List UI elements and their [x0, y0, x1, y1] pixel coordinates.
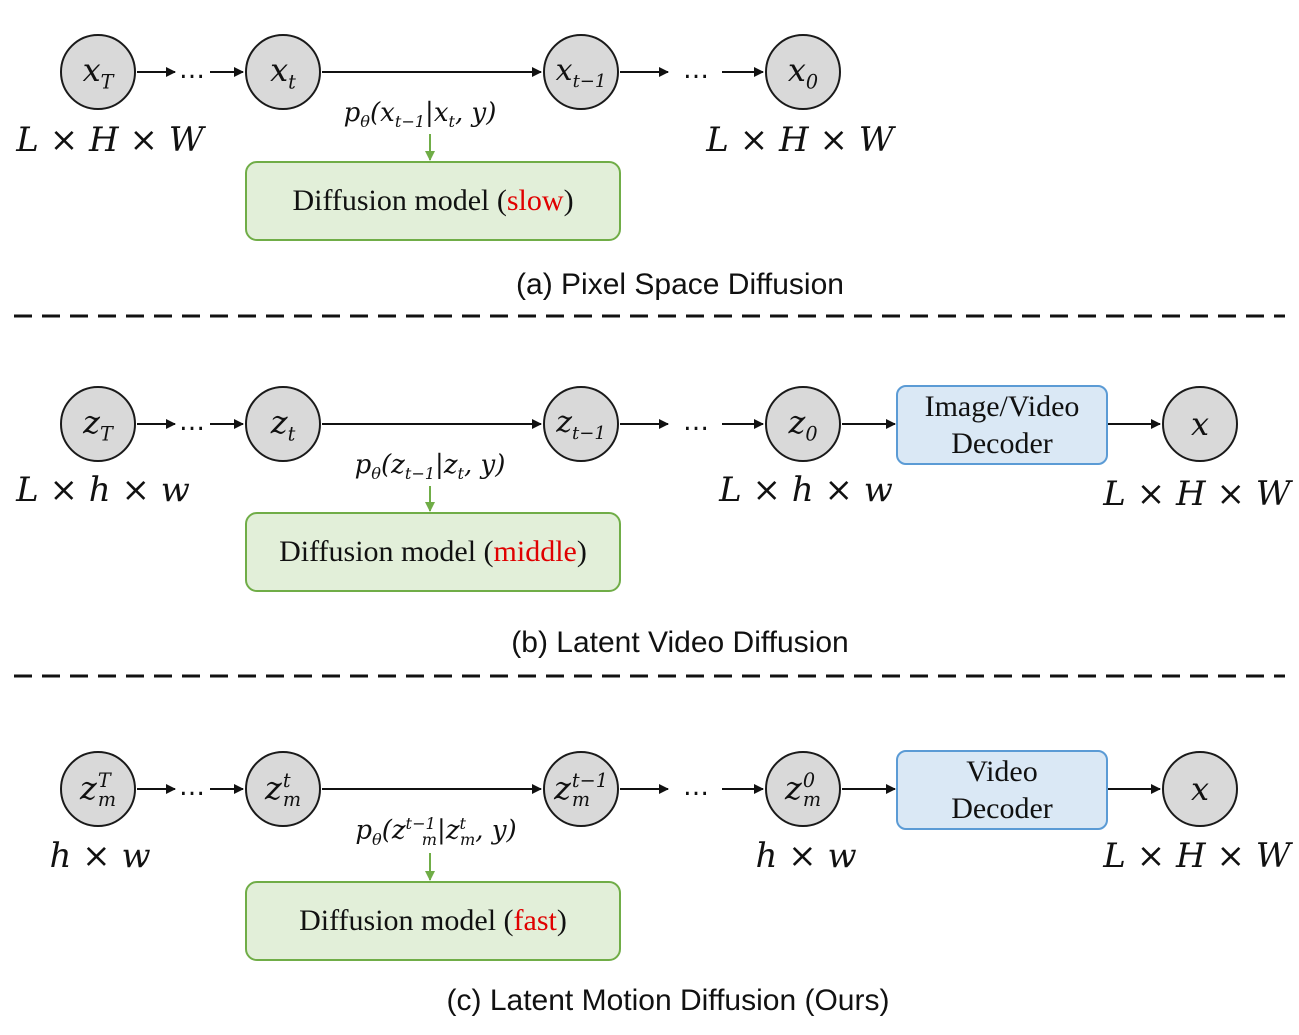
decoder-c-line2: Decoder: [951, 792, 1053, 825]
condition-b: pθ(zt−1|zt, y): [354, 450, 506, 484]
ellipsis-a-1: …: [179, 55, 205, 85]
dims-b-start: L × h × w: [16, 470, 190, 510]
node-b-z-t-minus-1: zt−1: [543, 386, 619, 462]
diffusion-model-c-box: Diffusion model (fast): [245, 881, 621, 961]
ellipsis-b-2: …: [683, 407, 709, 437]
dims-a-end: L × H × W: [706, 120, 894, 160]
node-a-x-t: xt: [245, 34, 321, 110]
diffusion-model-b-speed: middle: [493, 535, 577, 568]
dims-c-mid: h × w: [755, 836, 857, 876]
diffusion-model-a-box: Diffusion model (slow): [245, 161, 621, 241]
caption-c: (c) Latent Motion Diffusion (Ours): [446, 984, 890, 1017]
node-c-x-out: x: [1162, 751, 1238, 827]
node-a-x-t-minus-1: xt−1: [543, 34, 619, 110]
condition-a: pθ(xt−1|xt, y): [343, 98, 497, 132]
node-a-x-0: x0: [765, 34, 841, 110]
dims-a-start: L × H × W: [16, 120, 204, 160]
decoder-c-line1: Video: [966, 754, 1038, 788]
dims-c-start: h × w: [49, 836, 151, 876]
node-b-x-out: x: [1162, 386, 1238, 462]
ellipsis-b-1: …: [179, 407, 205, 437]
diffusion-model-b-close: ): [576, 535, 587, 568]
condition-c: pθ(zt−1m|ztm, y): [355, 814, 517, 849]
decoder-b-line2: Decoder: [951, 427, 1053, 460]
ellipsis-a-2: …: [683, 55, 709, 85]
caption-a: (a) Pixel Space Diffusion: [516, 268, 844, 301]
node-b-z-0: z0: [765, 386, 841, 462]
diffusion-model-b-box: Diffusion model (middle): [245, 512, 621, 592]
diffusion-model-c-speed: fast: [513, 904, 557, 937]
dims-b-out: L × H × W: [1103, 474, 1291, 514]
ellipsis-c-2: …: [683, 772, 709, 802]
node-b-x-out-label: x: [1190, 405, 1210, 443]
caption-b: (b) Latent Video Diffusion: [511, 626, 849, 659]
dims-c-out: L × H × W: [1103, 836, 1291, 876]
diffusion-model-a-label: Diffusion model (: [292, 184, 507, 217]
diffusion-model-c-label: Diffusion model (: [299, 904, 514, 937]
node-c-x-out-label: x: [1190, 770, 1210, 808]
node-a-x-T: xT: [60, 34, 136, 110]
decoder-b-line1: Image/Video: [924, 389, 1080, 423]
decoder-b-box: Image/Video Decoder: [896, 385, 1108, 465]
diffusion-model-c-close: ): [556, 904, 567, 937]
diffusion-model-a-speed: slow: [506, 184, 564, 217]
decoder-c-box: Video Decoder: [896, 750, 1108, 830]
dims-b-mid: L × h × w: [719, 470, 893, 510]
node-b-z-T: zT: [60, 386, 136, 462]
node-b-z-t: zt: [245, 386, 321, 462]
diffusion-model-b-label: Diffusion model (: [279, 535, 494, 568]
ellipsis-c-1: …: [179, 772, 205, 802]
diffusion-model-a-close: ): [563, 184, 574, 217]
